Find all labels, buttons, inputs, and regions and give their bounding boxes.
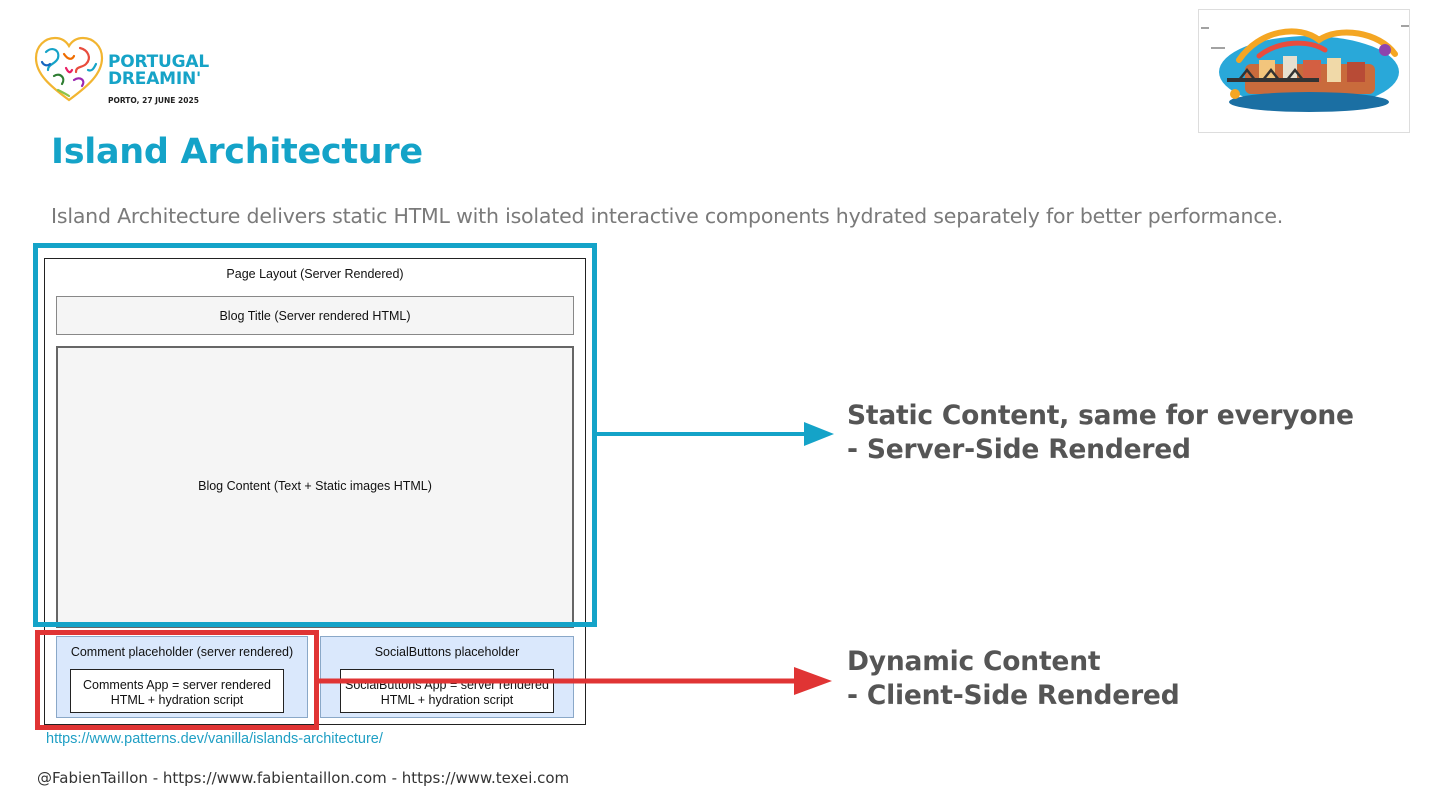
logo-line1: PORTUGAL <box>108 52 209 72</box>
static-label-line2: - Server-Side Rendered <box>847 434 1191 465</box>
footer-credits: @FabienTaillon - https://www.fabientaill… <box>37 769 570 787</box>
blog-content-label: Blog Content (Text + Static images HTML) <box>198 479 432 493</box>
blog-content-box <box>56 346 574 628</box>
static-content-highlight <box>33 243 597 627</box>
source-link[interactable]: https://www.patterns.dev/vanilla/islands… <box>46 731 383 747</box>
dynamic-label-line1: Dynamic Content <box>847 646 1101 677</box>
static-content-label: Static Content, same for everyone - Serv… <box>847 399 1354 467</box>
page-layout-label: Page Layout (Server Rendered) <box>226 267 404 281</box>
social-app-line1: SocialButtons App = server rendered <box>345 678 549 692</box>
comments-app-label: Comments App = server rendered HTML + hy… <box>70 678 284 708</box>
comment-placeholder-label: Comment placeholder (server rendered) <box>70 645 294 659</box>
blog-title-label: Blog Title (Server rendered HTML) <box>219 309 411 323</box>
comments-app-line2: HTML + hydration script <box>110 693 244 707</box>
logo-date: PORTO, 27 JUNE 2025 <box>108 96 199 105</box>
comments-app-line1: Comments App = server rendered <box>83 678 271 692</box>
social-app-line2: HTML + hydration script <box>380 693 514 707</box>
social-app-box <box>340 669 554 713</box>
static-label-line1: Static Content, same for everyone <box>847 400 1354 431</box>
social-placeholder-label: SocialButtons placeholder <box>374 645 520 659</box>
static-arrow-icon <box>597 422 834 446</box>
blog-title-box <box>56 296 574 335</box>
heart-logo-icon <box>34 36 104 102</box>
dynamic-label-line2: - Client-Side Rendered <box>847 680 1180 711</box>
logo-wordmark: PORTUGAL DREAMIN' <box>108 54 209 88</box>
logo-line2: DREAMIN' <box>108 69 202 89</box>
social-app-label: SocialButtons App = server rendered HTML… <box>340 678 554 708</box>
slide-subtitle: Island Architecture delivers static HTML… <box>51 204 1284 228</box>
dynamic-content-highlight <box>35 630 319 730</box>
slide-title: Island Architecture <box>51 132 423 172</box>
porto-illustration <box>1198 9 1410 133</box>
event-logo: PORTUGAL DREAMIN' PORTO, 27 JUNE 2025 <box>30 30 220 108</box>
comments-app-box <box>70 669 284 713</box>
city-illustration-icon <box>1201 25 1409 112</box>
dynamic-content-label: Dynamic Content - Client-Side Rendered <box>847 645 1180 713</box>
